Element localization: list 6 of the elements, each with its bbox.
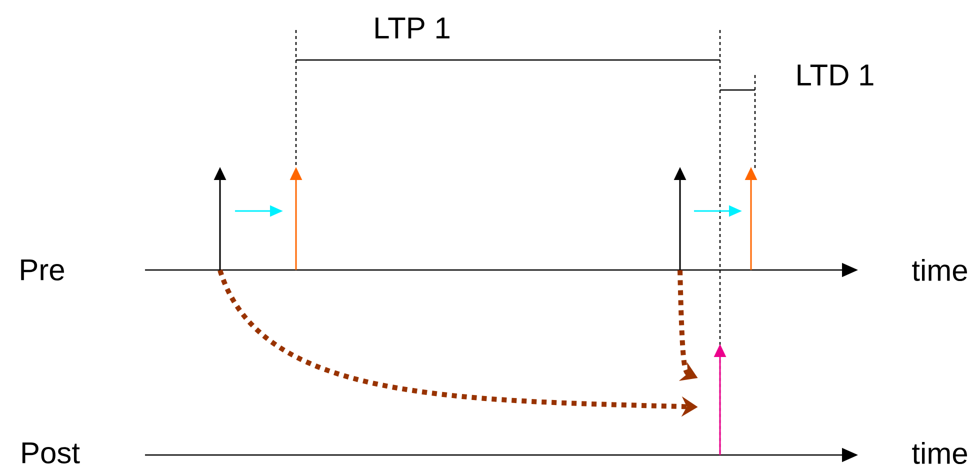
axis-label: Pre xyxy=(21,260,64,280)
axis-label: Post xyxy=(22,442,80,464)
axis-label: time xyxy=(912,259,968,282)
axis-label: LTP 1 xyxy=(376,18,450,38)
axis-label: time xyxy=(912,442,968,464)
axis-label: LTD 1 xyxy=(798,64,874,86)
